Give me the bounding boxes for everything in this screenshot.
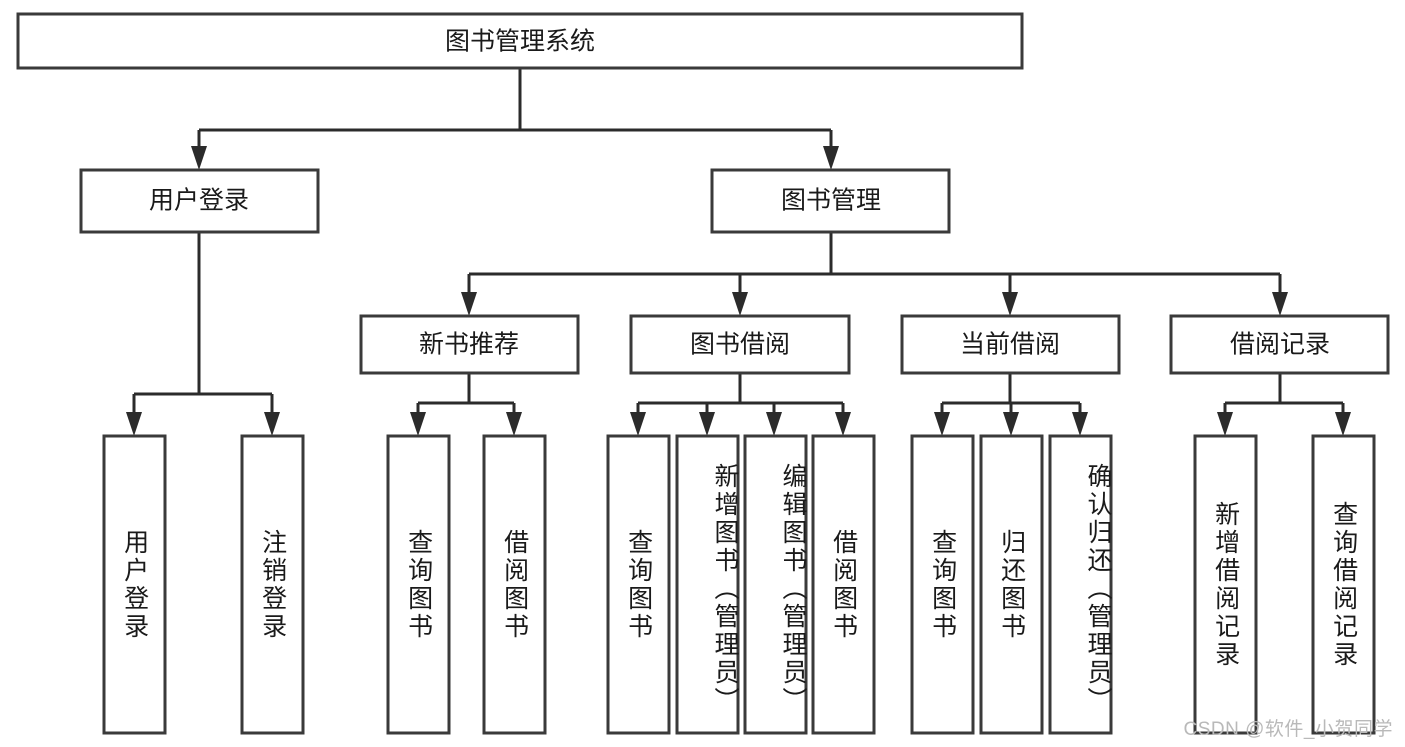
node-level3-new-book-recommend[interactable]: 新书推荐: [359, 314, 580, 375]
node-level3-borrow-record-label: 借阅记录: [1230, 331, 1330, 359]
node-level3-current-borrow-label: 当前借阅: [960, 331, 1060, 359]
node-level2-book-management[interactable]: 图书管理: [710, 168, 951, 234]
connector-bookmgmt-to-level3: [461, 232, 1288, 316]
node-level2-book-management-label: 图书管理: [781, 187, 881, 215]
node-level3-borrow-record[interactable]: 借阅记录: [1169, 314, 1390, 375]
leaf-box-logout-login[interactable]: [240, 434, 305, 735]
connector-userlogin-to-leaves: [126, 232, 280, 436]
leaf-box-cb-query-book[interactable]: [910, 434, 975, 735]
node-level3-book-borrow-label: 图书借阅: [690, 331, 790, 359]
leaf-box-bb-add-book-admin[interactable]: [675, 434, 740, 735]
node-root-label: 图书管理系统: [445, 28, 595, 56]
leaf-box-br-add-record[interactable]: [1193, 434, 1258, 735]
connector-borrowrecord-to-leaves: [1217, 373, 1351, 436]
leaf-box-cb-confirm-return[interactable]: [1048, 434, 1113, 735]
node-level2-user-login-label: 用户登录: [149, 187, 249, 215]
leaf-box-nb-query-book[interactable]: [386, 434, 451, 735]
leaf-box-cb-return-book[interactable]: [979, 434, 1044, 735]
node-root-book-management-system[interactable]: 图书管理系统: [16, 12, 1024, 70]
leaf-box-bb-edit-book-admin[interactable]: [743, 434, 808, 735]
connector-root-to-level2: [191, 68, 839, 170]
leaf-box-br-query-record[interactable]: [1311, 434, 1376, 735]
leaf-boxes-group: [102, 434, 1376, 735]
node-level3-book-borrow[interactable]: 图书借阅: [629, 314, 851, 375]
node-level3-current-borrow[interactable]: 当前借阅: [900, 314, 1121, 375]
connector-newbook-to-leaves: [410, 373, 522, 436]
leaf-box-nb-borrow-book[interactable]: [482, 434, 547, 735]
node-level3-new-book-recommend-label: 新书推荐: [419, 331, 519, 359]
connector-currentborrow-to-leaves: [934, 373, 1088, 436]
leaf-box-bb-query-book[interactable]: [606, 434, 671, 735]
leaf-box-user-login[interactable]: [102, 434, 167, 735]
connector-bookborrow-to-leaves: [630, 373, 851, 436]
node-level2-user-login[interactable]: 用户登录: [79, 168, 320, 234]
leaf-box-bb-borrow-book[interactable]: [811, 434, 876, 735]
